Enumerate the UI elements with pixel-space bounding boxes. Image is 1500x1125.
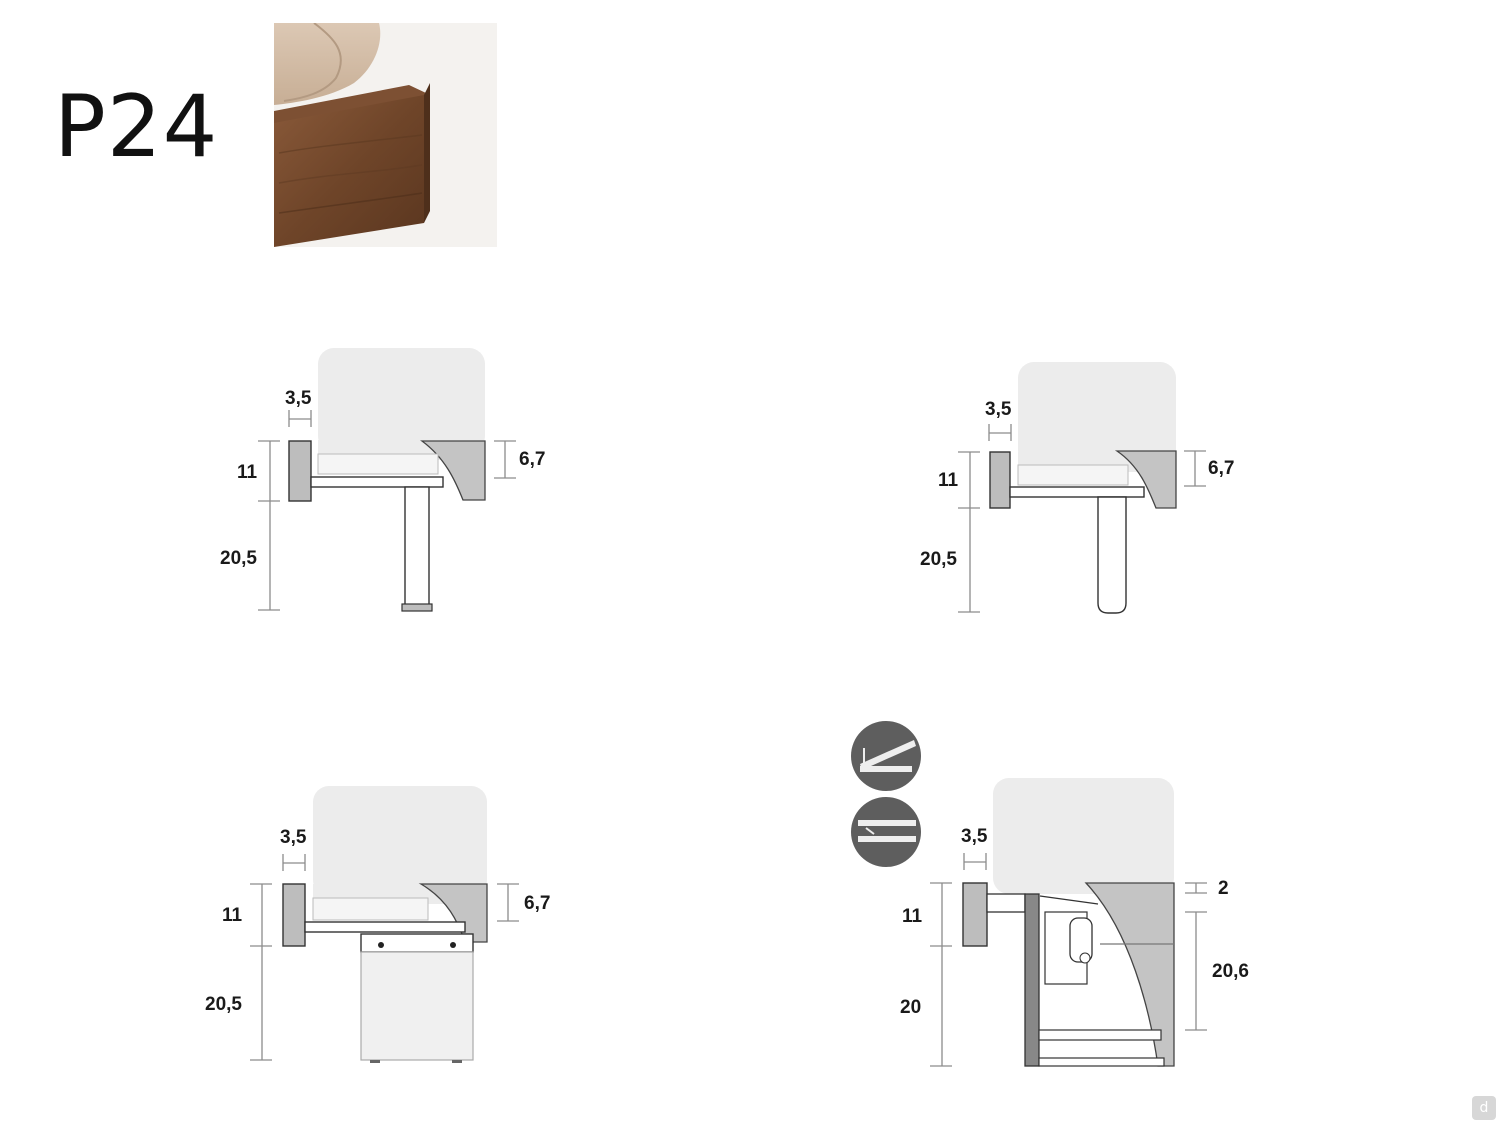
model-code: P24 [54,77,219,177]
dim-side-depth: 6,7 [524,893,550,914]
dim-headboard: 3,5 [280,827,307,848]
dim-frame-height: 11 [938,470,959,491]
dim-frame-height: 11 [222,905,243,926]
variant-leg-round: 3,5 11 20,5 6,7 [920,362,1234,614]
dim-side-depth: 6,7 [1208,458,1234,479]
dim-side-depth: 6,7 [519,449,545,470]
dim-headboard: 3,5 [961,826,988,847]
dim-leg-height: 20 [900,997,921,1018]
dim-headboard: 3,5 [285,388,312,409]
variant-leg-square: 3,5 11 20,5 6,7 [220,348,545,612]
dim-leg-height: 20,5 [205,994,242,1015]
dim-leg-height: 20,5 [920,549,957,570]
dim-frame-height: 11 [237,462,258,483]
dim-leg-height: 20,5 [220,548,257,569]
variant-storage-lift: 3,5 11 20 2 20,6 [851,721,1249,1067]
bed-lift-closed-icon [851,797,921,867]
dim-side-depth: 20,6 [1212,961,1249,982]
watermark-badge: d [1472,1096,1496,1120]
variant-base-box: 3,5 11 20,5 6,7 [205,786,550,1063]
dim-side-top: 2 [1218,878,1229,899]
dim-frame-height: 11 [902,906,923,927]
product-photo [274,23,497,247]
dim-headboard: 3,5 [985,399,1012,420]
